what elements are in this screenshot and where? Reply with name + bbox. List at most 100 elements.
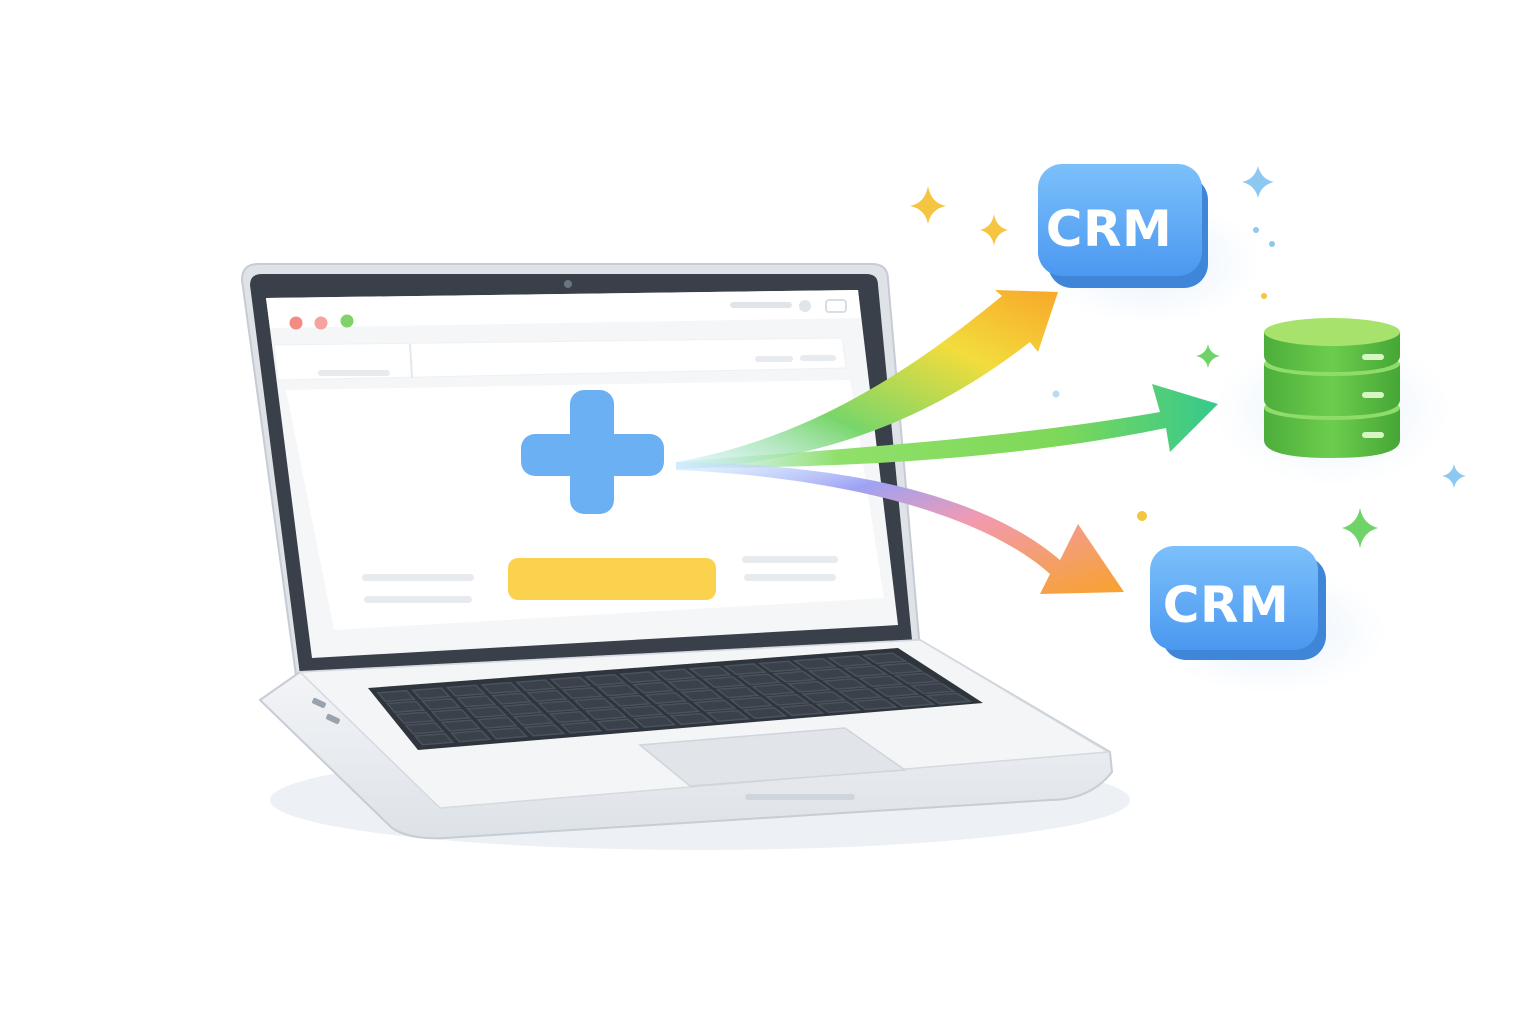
primary-action-button[interactable] [508,558,716,600]
keyboard-key[interactable] [742,706,788,720]
window-minimize-icon[interactable] [314,316,328,330]
database-icon[interactable] [1214,318,1450,486]
keyboard-key[interactable] [455,695,497,708]
plus-icon[interactable] [521,390,664,514]
keyboard-key[interactable] [596,718,640,731]
keyboard-key[interactable] [430,708,472,721]
keyboard-key[interactable] [632,715,677,728]
keyboard-key[interactable] [836,688,884,701]
keyboard-key[interactable] [728,696,774,709]
keyboard-key[interactable] [893,672,941,685]
keyboard-key[interactable] [573,697,616,710]
keyboard-key[interactable] [807,667,853,680]
keyboard-key[interactable] [842,665,889,678]
keyboard-key[interactable] [486,727,529,740]
keyboard-key[interactable] [669,712,714,725]
keyboard-key[interactable] [584,707,628,721]
sparkle-icon [910,186,946,224]
keyboard-key[interactable] [815,701,862,714]
keyboard-key[interactable] [656,702,701,715]
keyboard-key[interactable] [501,703,544,716]
keyboard-key[interactable] [715,686,760,699]
keyboard-key[interactable] [526,689,568,702]
keyboard-key[interactable] [584,673,627,686]
keyboard-key[interactable] [411,687,451,700]
keyboard-key[interactable] [705,709,751,722]
keyboard-key[interactable] [512,713,555,726]
window-maximize-icon[interactable] [340,314,354,328]
laptop [240,263,1130,850]
sparkle-icon [980,214,1008,246]
arrow-to-crm-top [676,290,1058,470]
keyboard-key[interactable] [394,711,436,724]
keyboard-key[interactable] [701,676,746,689]
crm-badge-top[interactable]: CRM [1038,164,1262,324]
keyboard-key[interactable] [757,660,803,673]
keyboard-key[interactable] [786,680,832,693]
keyboard-key[interactable] [376,689,416,703]
keyboard-key[interactable] [548,710,591,724]
trackpad[interactable] [638,727,908,787]
keyboard-key[interactable] [909,682,957,695]
keyboard-key[interactable] [549,676,592,689]
keyboard-key[interactable] [857,675,904,688]
keyboard-key[interactable] [404,722,445,735]
keyboard-key[interactable] [723,663,768,676]
keyboard-key[interactable] [608,694,652,707]
keyboard-key[interactable] [877,662,924,675]
sparkles [910,166,1466,548]
keyboard-key[interactable] [679,689,724,702]
text-line [742,556,838,563]
keyboard-key[interactable] [631,681,675,694]
keyboard-key[interactable] [644,691,688,705]
nav-placeholder-3 [800,355,836,361]
keyboard-key[interactable] [559,721,603,734]
keyboard-key[interactable] [480,681,522,695]
data-flow-arrows [676,290,1218,594]
keyboard-key[interactable] [888,695,936,708]
keyboard-key[interactable] [440,719,482,732]
keyboard-key[interactable] [537,700,580,713]
keyboard-key[interactable] [523,724,566,737]
port-icon [326,713,340,725]
keyboard-key[interactable] [491,692,533,705]
keyboard-key[interactable] [872,685,920,698]
crm-badge-bottom[interactable]: CRM [1150,546,1386,694]
crm-bottom-label: CRM [1163,576,1289,634]
keyboard-key[interactable] [924,692,973,705]
keyboard-key[interactable] [413,732,455,746]
sparkle-icon [1442,464,1466,488]
keyboard-key[interactable] [666,678,711,691]
keyboard-key[interactable] [692,699,737,712]
keyboard-key[interactable] [420,697,462,711]
keyboard-key[interactable] [450,730,492,743]
keyboard-key[interactable] [619,671,662,684]
keyboard-key[interactable] [515,679,557,692]
nav-placeholder-2 [755,356,793,362]
window-close-icon[interactable] [289,316,303,330]
keyboard-key[interactable] [596,684,640,697]
sparkle-icon [1342,508,1378,548]
keyboard-key[interactable] [476,716,518,729]
keyboard-key[interactable] [764,693,811,706]
keyboard-key[interactable] [653,668,697,681]
keyboard-key[interactable] [861,652,908,665]
text-line [362,574,474,581]
keyboard-key[interactable] [772,670,818,683]
keyboard-key[interactable] [822,678,868,690]
keyboard-key[interactable] [827,655,873,667]
webcam-icon [564,280,572,288]
keyboard-key[interactable] [466,705,508,719]
keyboard-key[interactable] [385,700,426,714]
keyboard-key[interactable] [561,687,604,700]
port-icon [312,697,326,709]
keyboard-key[interactable] [851,698,899,711]
keyboard-key[interactable] [737,673,782,686]
keyboard-key[interactable] [620,705,664,718]
keyboard-key[interactable] [750,683,796,696]
keyboard-key[interactable] [778,704,825,717]
keyboard-key[interactable] [688,665,733,678]
keyboard-key[interactable] [792,657,838,670]
keyboard-key[interactable] [445,684,487,697]
keyboard-key[interactable] [800,691,847,703]
